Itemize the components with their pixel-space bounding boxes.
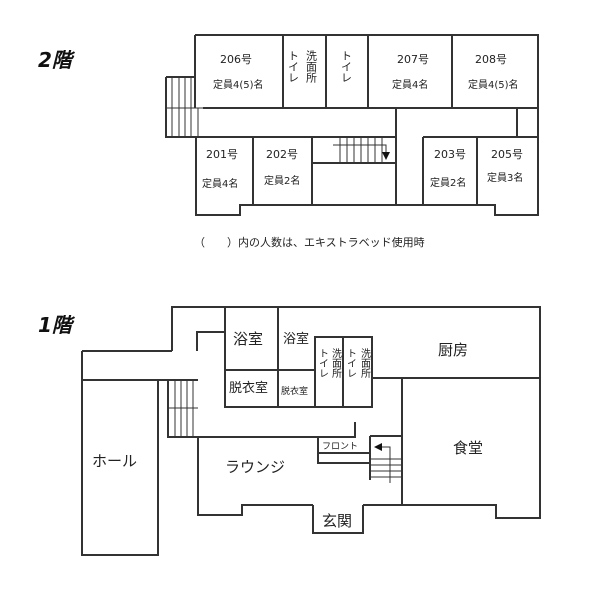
dressing-room-1: 脱衣室 — [229, 380, 268, 396]
floor-2-walls — [165, 34, 539, 216]
dining-room: 食堂 — [453, 439, 483, 457]
bath-2: 浴室 — [283, 331, 309, 347]
bath-1: 浴室 — [233, 330, 263, 348]
toilet-2f-2: トイレ — [340, 50, 353, 83]
floor-2-title: 2階 — [38, 48, 76, 72]
room-203-name: 203号 — [434, 148, 466, 161]
floor-2-stairs-center — [333, 137, 390, 163]
room-201-capacity: 定員4名 — [202, 177, 238, 190]
dressing-room-2: 脱衣室 — [281, 385, 308, 397]
kitchen: 厨房 — [438, 341, 468, 359]
hall: ホール — [92, 452, 137, 470]
washroom-2f: 洗面所 — [305, 50, 318, 84]
washroom-1f-1: 洗面所 — [330, 348, 342, 379]
entrance: 玄関 — [322, 512, 352, 530]
arrow-down-icon — [382, 152, 390, 160]
toilet-1f-2: トイレ — [345, 348, 357, 378]
toilet-1f-1: トイレ — [317, 348, 329, 378]
room-208-name: 208号 — [475, 53, 507, 66]
arrow-left-icon — [374, 443, 382, 451]
floor-1-title: 1階 — [38, 313, 76, 337]
extra-bed-note: （ ）内の人数は、エキストラベッド使用時 — [194, 235, 425, 249]
room-206-name: 206号 — [220, 53, 252, 66]
toilet-2f-1: トイレ — [287, 50, 300, 83]
floor-1-walls — [81, 306, 541, 556]
room-205-capacity: 定員3名 — [487, 171, 523, 184]
washroom-1f-2: 洗面所 — [359, 348, 371, 379]
lounge: ラウンジ — [225, 458, 285, 476]
floor-1-stairs-right — [370, 443, 402, 483]
room-207-capacity: 定員4名 — [392, 78, 428, 91]
room-202-capacity: 定員2名 — [264, 174, 300, 187]
room-207-name: 207号 — [397, 53, 429, 66]
room-202-name: 202号 — [266, 148, 298, 161]
room-203-capacity: 定員2名 — [430, 176, 466, 189]
floor-1-stairs-left — [168, 380, 198, 437]
room-201-name: 201号 — [206, 148, 238, 161]
room-205-name: 205号 — [491, 148, 523, 161]
room-206-capacity: 定員4(5)名 — [213, 78, 264, 91]
front-desk: フロント — [322, 442, 358, 452]
room-208-capacity: 定員4(5)名 — [468, 78, 519, 91]
floor-2-stairs-left — [166, 77, 203, 137]
